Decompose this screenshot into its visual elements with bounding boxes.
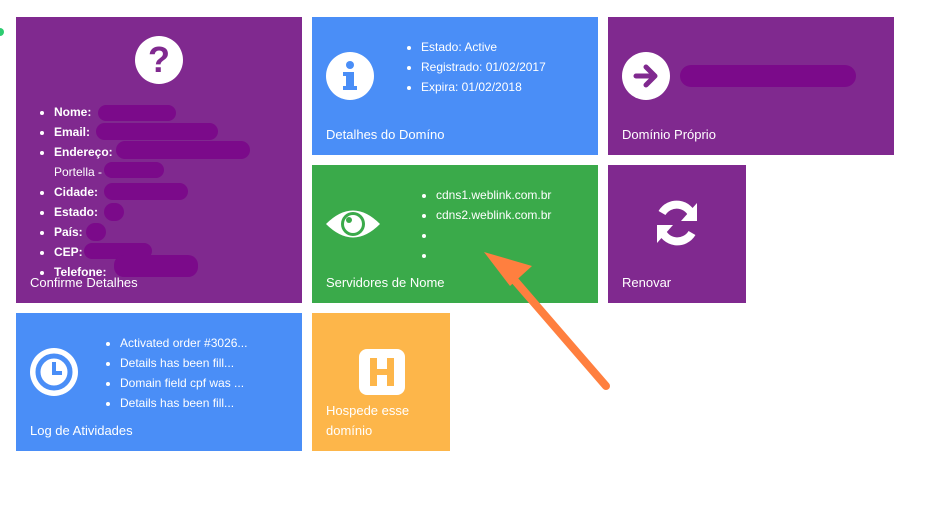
tile-own-domain[interactable]: Domínio Próprio [608, 17, 894, 155]
status-dot [0, 28, 4, 36]
redaction-mark [114, 255, 198, 277]
tile-renew[interactable]: Renovar [608, 165, 746, 303]
detail-item: CEP: [54, 242, 113, 262]
tile-domain-details[interactable]: Estado: Active Registrado: 01/02/2017 Ex… [312, 17, 598, 155]
redaction-mark [116, 141, 250, 159]
redaction-mark [104, 203, 124, 221]
nameserver-list: cdns1.weblink.com.br cdns2.weblink.com.b… [416, 185, 551, 265]
tile-nameservers[interactable]: cdns1.weblink.com.br cdns2.weblink.com.b… [312, 165, 598, 303]
detail-item: Email: [54, 122, 113, 142]
detail-item: Cidade: [54, 182, 113, 202]
detail-item: Portella - [54, 165, 103, 179]
nameserver-item: cdns2.weblink.com.br [436, 205, 551, 225]
redaction-mark [96, 123, 218, 140]
detail-item: Estado: [54, 202, 113, 222]
domain-expires: Expira: 01/02/2018 [421, 77, 546, 97]
refresh-icon [657, 200, 697, 246]
activity-list: Activated order #3026... Details has bee… [100, 333, 247, 413]
redaction-mark [104, 162, 164, 178]
domain-info-list: Estado: Active Registrado: 01/02/2017 Ex… [401, 37, 546, 97]
tile-hosting[interactable]: Hospede esse domínio [312, 313, 450, 451]
domain-status: Estado: Active [421, 37, 546, 57]
tile-title: Renovar [622, 275, 672, 290]
activity-item: Details has been fill... [120, 393, 247, 413]
eye-icon [326, 210, 380, 238]
detail-item: Telefone: [54, 262, 113, 282]
redaction-mark [98, 105, 176, 121]
tile-title: Servidores de Nome [326, 275, 445, 290]
tile-activity-log[interactable]: Activated order #3026... Details has bee… [16, 313, 302, 451]
info-icon [326, 52, 374, 100]
tile-title: Confirme Detalhes [30, 275, 138, 290]
nameserver-item: cdns1.weblink.com.br [436, 185, 551, 205]
detail-item: Nome: [54, 102, 113, 122]
activity-item: Activated order #3026... [120, 333, 247, 353]
redaction-mark [680, 65, 856, 87]
redaction-mark [86, 223, 106, 241]
tile-title: Domínio Próprio [622, 127, 716, 142]
clock-icon [30, 348, 78, 396]
domain-registered: Registrado: 01/02/2017 [421, 57, 546, 77]
annotation-arrow [484, 252, 610, 390]
tile-title: Detalhes do Domíno [326, 127, 445, 142]
tile-title: Hospede esse domínio [326, 403, 410, 438]
detail-item: País: [54, 222, 113, 242]
hosting-h-icon [359, 349, 405, 395]
detail-item: Endereço: [54, 142, 113, 162]
redaction-mark [104, 183, 188, 200]
activity-item: Details has been fill... [120, 353, 247, 373]
tile-confirm-details[interactable]: ? Nome: Email: Endereço: Portella - Cida… [16, 17, 302, 303]
question-icon: ? [135, 36, 183, 84]
tile-title: Log de Atividades [30, 423, 133, 438]
details-list: Nome: Email: Endereço: Portella - Cidade… [34, 102, 113, 282]
activity-item: Domain field cpf was ... [120, 373, 247, 393]
arrow-right-icon [622, 52, 670, 100]
